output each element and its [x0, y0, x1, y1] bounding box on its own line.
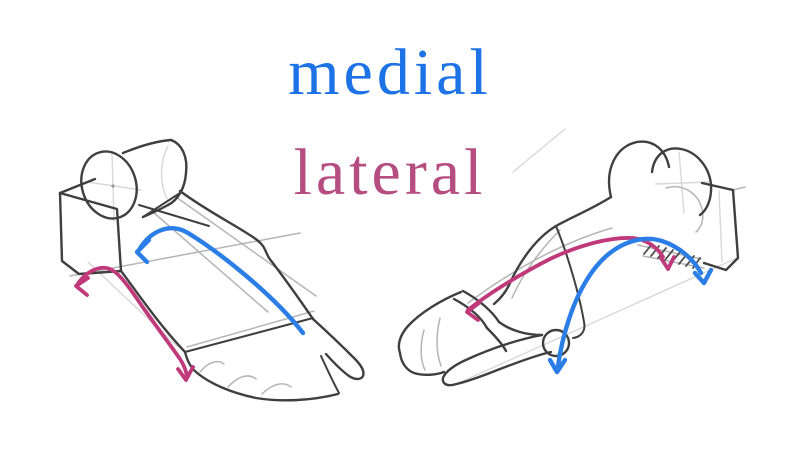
- right-heel-box: [700, 181, 740, 272]
- right-foot-outline: [397, 195, 613, 387]
- right-ankle-cylinder: [607, 140, 713, 217]
- right-construction-lines: [420, 151, 746, 387]
- lateral-label: lateral: [293, 136, 487, 209]
- medial-label: medial: [288, 36, 492, 109]
- medial-arch-arrow-right: [547, 236, 714, 375]
- lateral-arch-arrow-right: [465, 236, 676, 322]
- arrowhead: [692, 267, 714, 286]
- medial-arch-arrow-left: [134, 226, 306, 336]
- arrowhead: [134, 237, 152, 265]
- left-foot-outline: [119, 189, 365, 402]
- lateral-edge-arrow-left: [74, 265, 195, 382]
- right-foot-sketch: [397, 140, 746, 387]
- arrowhead: [465, 301, 481, 322]
- arrowhead: [659, 255, 676, 271]
- left-foot-sketch: [58, 138, 365, 402]
- left-heel-box: [58, 177, 210, 276]
- arrowhead: [74, 276, 90, 297]
- arrowhead: [176, 365, 195, 382]
- sketch-streak: [512, 128, 566, 173]
- arrowhead: [547, 357, 568, 375]
